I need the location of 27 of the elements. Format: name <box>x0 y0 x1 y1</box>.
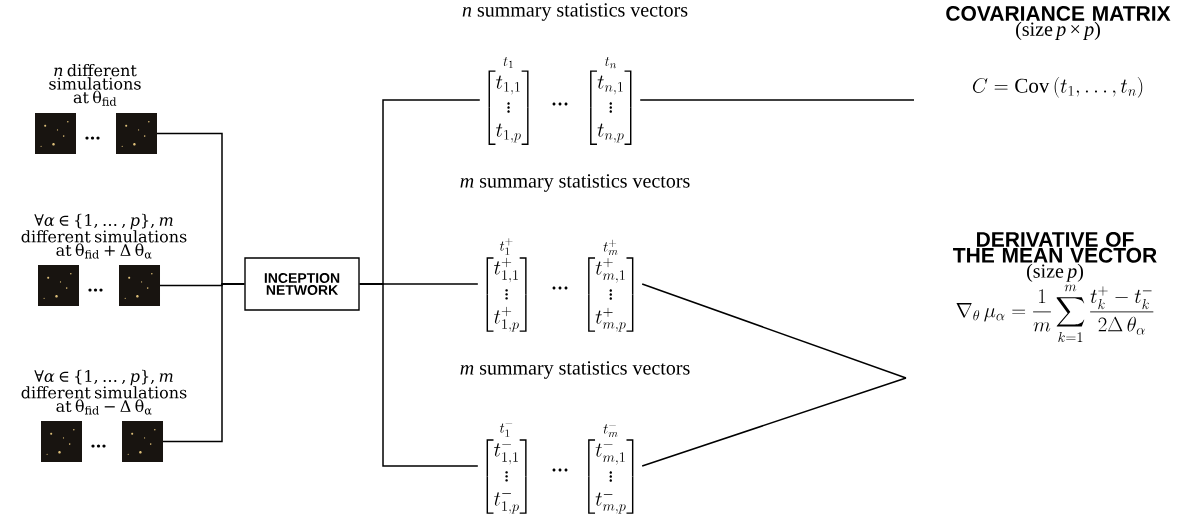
vector-matrix: $\overset{t_{1}}{\begin{bmatrix} t_{1,1}\\ \vdots\\ t_{1,p}\end{bmatrix}}$ <box>488 56 529 145</box>
connector-line <box>641 283 907 379</box>
size-text: (sizep × p) <box>1016 21 1100 40</box>
heading-text: COVARIANCE MATRIX <box>946 6 1171 21</box>
vector-matrix: $\overset{t_{m}^{-}}{\begin{bmatrix} t^{-}_{m,1}\\ \vdots\\ t^{-}_{m,p}\end{bmatrix}}$ <box>588 424 634 514</box>
caption-text: ∀α ∈ {1, … , p}, m different simulations at θ$_{fid}$ + Δ θ$_{α}$ <box>21 213 187 259</box>
heading-text: m summary statistics vectors <box>460 361 690 379</box>
connector-line <box>641 377 907 467</box>
formula: $C = \mathrm{Cov}\left( t_{1}, \ldots , t_{n}\right)$ <box>972 77 1143 98</box>
vector-matrix: $\overset{t_{m}^{+}}{\begin{bmatrix} t^{+}_{m,1}\\ \vdots\\ t^{+}_{m,p}\end{bmatrix}}$ <box>588 239 634 332</box>
simulation-images-drawing <box>41 421 163 462</box>
connector-line <box>639 99 915 101</box>
vector-matrix: $\overset{t_{1}^{-}}{\begin{bmatrix} t^{-}_{1,1}\\ \vdots\\ t^{-}_{1,p}\end{bmatrix}}$ <box>486 423 527 514</box>
vector-matrix: $\overset{t_{1}^{+}}{\begin{bmatrix} t^{+}_{1,1}\\ \vdots\\ t^{+}_{1,p}\end{bmatrix}}$ <box>486 238 527 332</box>
simulation-images-drawing <box>38 265 160 306</box>
formula: $\nabla_{\theta}\, \mu_{\alpha} = \frac{1}{m}\sum_{k=1}^{m}\frac{t_{k}^{+} - t_{k}^{-}}{2\Delta\,\theta_{\alpha}}$ <box>956 284 1154 343</box>
heading-text: DERIVATIVE OF THE MEAN VECTOR <box>953 232 1157 263</box>
heading-text: n summary statistics vectors <box>462 3 688 21</box>
caption-text: n different simulations at θ$_{fid}$ <box>49 63 141 106</box>
heading-text: m summary statistics vectors <box>460 174 690 192</box>
connector-line <box>162 283 246 443</box>
simulation-images-drawing <box>35 113 157 154</box>
connector-line <box>358 283 479 467</box>
caption-text: ∀α ∈ {1, … , p}, m different simulations at θ$_{fid}$ − Δ θ$_{α}$ <box>21 369 187 415</box>
size-text: (sizep) <box>1027 263 1083 282</box>
process-box: INCEPTION NETWORK <box>244 257 360 311</box>
vector-matrix: $\overset{t_{n}}{\begin{bmatrix} t_{n,1}\\ \vdots\\ t_{n,p}\end{bmatrix}}$ <box>590 56 632 145</box>
